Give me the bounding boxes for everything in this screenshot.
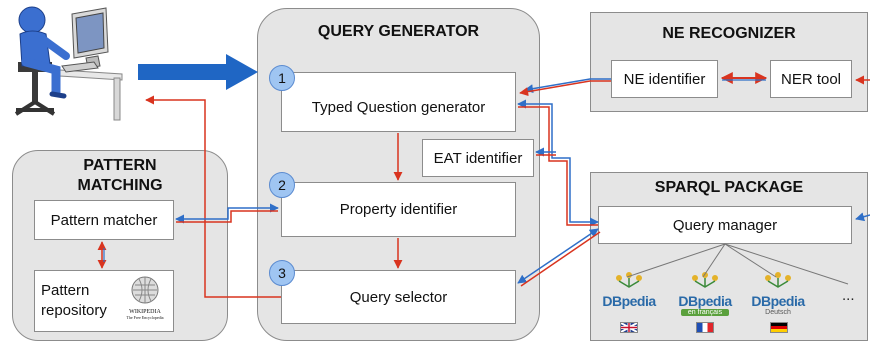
ner-tool-box: NER tool bbox=[770, 60, 852, 98]
dbpedia-sub-label: Deutsch bbox=[765, 309, 791, 316]
pattern-matcher-label: Pattern matcher bbox=[50, 211, 158, 229]
dbpedia-logo-text: DBpedia bbox=[678, 293, 732, 309]
ne-identifier-box: NE identifier bbox=[611, 60, 718, 98]
ne-recognizer-title: NE RECOGNIZER bbox=[662, 25, 796, 42]
query-manager-box: Query manager bbox=[598, 206, 852, 244]
query-manager-label: Query manager bbox=[672, 216, 778, 234]
qs-qm-link-red bbox=[520, 231, 601, 287]
query-selector-label: Query selector bbox=[349, 288, 448, 306]
dbpedia-sub-label: en français bbox=[681, 309, 729, 316]
big-input-arrow bbox=[138, 54, 258, 90]
property-identifier-box: Property identifier bbox=[281, 182, 516, 237]
de-flag-icon bbox=[770, 322, 788, 333]
pattern-matching-title-line2: MATCHING bbox=[77, 177, 163, 194]
property-identifier-label: Property identifier bbox=[339, 201, 458, 218]
pattern-repository-box: Pattern repository WIKIPEDIA The Free En… bbox=[34, 270, 174, 332]
tqg-qm-link-red bbox=[518, 106, 598, 226]
pattern-matching-title-line1: PATTERN bbox=[83, 157, 157, 174]
dbpedia-endpoint-fr: DBpedia en français bbox=[673, 272, 737, 316]
dbpedia-logo-text: DBpedia bbox=[602, 293, 656, 309]
ner-tool-label: NER tool bbox=[780, 70, 842, 88]
sparql-package-title: SPARQL PACKAGE bbox=[654, 179, 804, 196]
tqg-ne-link-blue bbox=[524, 78, 611, 94]
qm-endpoint-lines bbox=[626, 243, 849, 285]
ne-identifier-label: NE identifier bbox=[623, 70, 706, 88]
uk-flag-icon bbox=[620, 322, 638, 333]
eat-identifier-box: EAT identifier bbox=[422, 139, 534, 177]
dbpedia-endpoint-en: DBpedia bbox=[597, 272, 661, 314]
result-return-arrow bbox=[145, 95, 281, 298]
query-selector-box: Query selector bbox=[281, 270, 516, 324]
pm-prop-link-blue bbox=[175, 203, 279, 224]
pm-prop-link-red bbox=[176, 210, 278, 223]
pattern-repository-label-line2: repository bbox=[41, 302, 107, 319]
qs-qm-link-blue bbox=[517, 228, 599, 284]
wikipedia-tagline: The Free Encyclopedia bbox=[126, 315, 164, 320]
wikipedia-logo: WIKIPEDIA The Free Encyclopedia bbox=[123, 275, 167, 320]
user-at-computer-icon bbox=[14, 6, 123, 121]
dbpedia-endpoint-de: DBpedia Deutsch bbox=[746, 272, 810, 316]
dbpedia-logo-icon bbox=[616, 272, 642, 288]
sparql-package-panel: SPARQL PACKAGE bbox=[590, 172, 868, 341]
typed-question-generator-box: Typed Question generator bbox=[281, 72, 516, 132]
external-qm-arrow bbox=[855, 212, 870, 222]
dbpedia-logo-icon bbox=[765, 272, 791, 288]
wikipedia-name: WIKIPEDIA bbox=[129, 309, 161, 315]
step-3-badge: 3 bbox=[269, 260, 295, 286]
step-2-badge: 2 bbox=[269, 172, 295, 198]
pattern-repository-label-line1: Pattern bbox=[41, 282, 90, 299]
eat-identifier-label: EAT identifier bbox=[433, 149, 523, 167]
tqg-qm-link-blue bbox=[517, 99, 599, 227]
more-endpoints-ellipsis: ... bbox=[842, 287, 855, 304]
wikipedia-globe-icon bbox=[131, 276, 159, 304]
typed-question-generator-label: Typed Question generator bbox=[311, 98, 486, 116]
fr-flag-icon bbox=[696, 322, 714, 333]
tqg-ne-link-red bbox=[519, 80, 611, 97]
query-generator-title: QUERY GENERATOR bbox=[317, 23, 480, 40]
pattern-matcher-box: Pattern matcher bbox=[34, 200, 174, 240]
dbpedia-logo-text: DBpedia bbox=[751, 293, 805, 309]
step-1-badge: 1 bbox=[269, 65, 295, 91]
